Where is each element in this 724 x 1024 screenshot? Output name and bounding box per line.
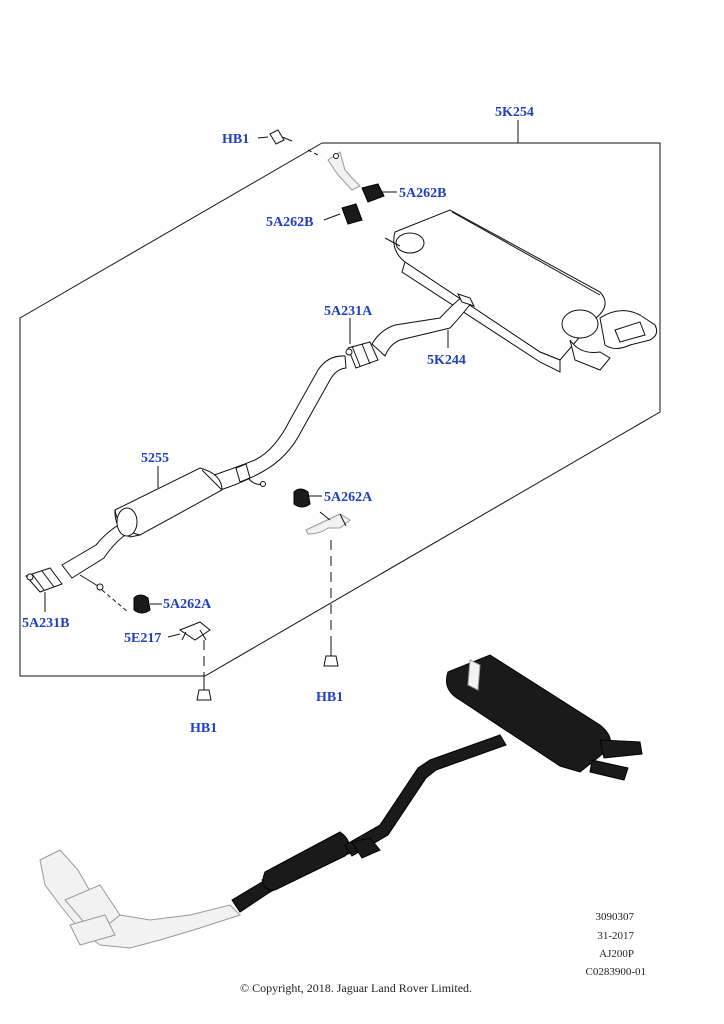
copyright-text: © Copyright, 2018. Jaguar Land Rover Lim… — [240, 981, 472, 995]
center-pipe-assembly[interactable] — [61, 355, 347, 579]
meta-line-3: AJ200P — [599, 948, 634, 960]
bolt-hb1-top[interactable] — [269, 129, 293, 145]
isolator-5a262a-low[interactable] — [133, 594, 151, 614]
clamp-5a231a[interactable] — [345, 341, 379, 369]
assembled-exhaust-view — [39, 654, 643, 949]
label-5a231a[interactable]: 5A231A — [324, 304, 373, 319]
rear-pipe[interactable] — [371, 293, 475, 357]
label-5a231b[interactable]: 5A231B — [22, 616, 69, 631]
meta-line-1: 3090307 — [596, 911, 635, 923]
leader-lines — [44, 136, 449, 676]
rear-muffler[interactable] — [393, 209, 658, 373]
label-hb1-bottom[interactable]: HB1 — [190, 721, 217, 736]
label-5k254[interactable]: 5K254 — [495, 105, 534, 120]
isolator-5a262b-left[interactable] — [341, 203, 401, 247]
label-5a262b-upper[interactable]: 5A262B — [399, 186, 446, 201]
meta-line-4: C0283900-01 — [586, 966, 647, 978]
assembly-outline — [19, 142, 661, 677]
bolt-hb1-mid[interactable] — [323, 640, 339, 667]
sensor-5e217[interactable] — [79, 574, 211, 641]
label-5255[interactable]: 5255 — [141, 451, 169, 466]
label-5a262a-mid[interactable]: 5A262A — [324, 490, 373, 505]
isolator-5a262a-mid[interactable] — [293, 488, 351, 535]
meta-line-2: 31-2017 — [597, 930, 634, 942]
isolator-5a262b-upper[interactable] — [327, 151, 385, 203]
label-5k244[interactable]: 5K244 — [427, 353, 466, 368]
label-5e217[interactable]: 5E217 — [124, 631, 161, 646]
label-5a262b-left[interactable]: 5A262B — [266, 215, 313, 230]
label-hb1-top[interactable]: HB1 — [222, 132, 249, 147]
clamp-5a231b[interactable] — [25, 567, 63, 593]
bolt-hb1-bottom[interactable] — [196, 676, 212, 701]
label-hb1-mid[interactable]: HB1 — [316, 690, 343, 705]
label-5a262a-low[interactable]: 5A262A — [163, 597, 212, 612]
